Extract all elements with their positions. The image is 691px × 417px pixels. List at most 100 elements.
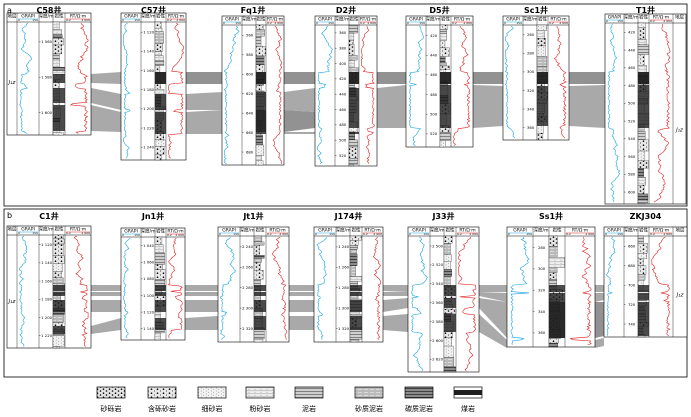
column-header: GRAPI xyxy=(222,228,236,234)
lithology-block xyxy=(154,332,161,341)
lithology-block xyxy=(637,243,648,254)
lithology-block xyxy=(154,252,165,265)
column-header: 岩性 xyxy=(538,16,547,23)
depth-label: 620 xyxy=(246,91,254,96)
legend-swatch xyxy=(294,386,324,399)
column-header: GRAPI xyxy=(513,228,527,234)
lithology-block xyxy=(348,158,358,165)
legend-swatch xyxy=(147,386,177,399)
depth-label: 500 xyxy=(430,112,438,117)
depth-label: 600 xyxy=(246,72,254,77)
coal-seam xyxy=(549,293,565,302)
lithology-block xyxy=(52,263,63,272)
depth-label: 1 220 xyxy=(143,125,154,130)
legend-label: 碳质泥岩 xyxy=(405,404,433,413)
lithology-block xyxy=(443,243,451,255)
gr-curve xyxy=(123,237,131,339)
rt-scale: 0.2 xyxy=(167,18,172,22)
rt-scale: 0.2 xyxy=(167,233,172,237)
well-title: J174井 xyxy=(334,211,363,221)
depth-label: 640 xyxy=(246,110,254,115)
correlation-band xyxy=(473,85,503,112)
correlation-band xyxy=(595,293,604,302)
column-header: 岩性 xyxy=(639,227,648,234)
depth-label: 2 620 xyxy=(432,357,443,362)
correlation-band xyxy=(595,285,604,292)
column-header: GRAPI xyxy=(608,15,622,21)
depth-label: 280 xyxy=(538,245,546,250)
gr-scale: 0 xyxy=(122,18,124,22)
gr-scale: 150 xyxy=(617,19,623,23)
correlation-band xyxy=(383,298,408,312)
column-header: 岩性 xyxy=(352,227,361,234)
depth-label: 1 200 xyxy=(143,106,154,111)
lithology-block xyxy=(255,85,262,92)
depth-label: 480 xyxy=(430,92,438,97)
depth-label: 2 260 xyxy=(242,265,253,270)
lithology-block xyxy=(637,27,647,40)
gr-curve xyxy=(317,25,334,165)
rt-curve xyxy=(569,236,592,346)
lithology-block xyxy=(348,164,354,167)
lithology-block xyxy=(443,235,453,244)
lithology-block xyxy=(154,43,163,52)
rt-curve xyxy=(167,22,184,159)
lithology-block xyxy=(637,199,648,204)
lithology-block xyxy=(536,132,544,141)
column-header: RT/Ω·m xyxy=(364,228,380,234)
lithology-block xyxy=(349,235,362,241)
column-header: 深度/m xyxy=(141,13,156,20)
lithology-block xyxy=(253,269,264,280)
coal-seam xyxy=(349,88,359,112)
lithology-block xyxy=(255,155,262,161)
correlation-band xyxy=(91,72,121,84)
lithology-block xyxy=(253,245,260,256)
lithology-block xyxy=(439,132,451,141)
depth-label: 440 xyxy=(430,52,438,57)
depth-label: 2 560 xyxy=(432,300,443,305)
gr-scale: 150 xyxy=(32,231,38,235)
correlation-band xyxy=(595,338,604,348)
correlation-band xyxy=(473,72,503,84)
depth-label: 2 540 xyxy=(432,281,443,286)
lithology-block xyxy=(637,54,645,66)
lithology-block xyxy=(348,55,358,61)
lithology-block xyxy=(52,314,64,323)
rt-curve xyxy=(453,25,471,146)
depth-label: 1 220 xyxy=(41,333,52,338)
coal-seam xyxy=(349,112,359,128)
lithology-block xyxy=(637,160,649,169)
lithology-block xyxy=(348,24,358,34)
gr-scale: 150 xyxy=(134,18,140,22)
column-header: 地层 xyxy=(8,226,17,233)
lithology-block xyxy=(443,345,454,358)
lithology-block xyxy=(255,46,266,57)
lithology-block xyxy=(548,338,559,344)
lithology-block xyxy=(52,38,64,46)
lithology-block xyxy=(255,134,263,146)
column-header: 岩性 xyxy=(639,14,648,21)
formation-label: J₁z xyxy=(8,80,16,86)
panel-label: b xyxy=(7,211,12,220)
depth-label: 560 xyxy=(246,33,254,38)
rt-scale: 0.2 xyxy=(452,21,457,25)
coal-seam xyxy=(444,285,456,292)
rt-scale: 0.2 xyxy=(66,231,71,235)
depth-label: 480 xyxy=(339,122,347,127)
legend-swatch xyxy=(354,386,384,399)
coal-seam xyxy=(53,74,65,83)
correlation-band xyxy=(479,298,507,338)
well-frame xyxy=(502,15,570,141)
depth-label: 1 160 xyxy=(41,278,52,283)
lithology-block xyxy=(536,38,546,47)
lithology-block xyxy=(637,274,646,281)
depth-label: 1 600 xyxy=(41,110,52,115)
depth-label: 460 xyxy=(430,72,438,77)
lithology-block xyxy=(348,40,354,45)
lithology-block xyxy=(349,249,357,255)
